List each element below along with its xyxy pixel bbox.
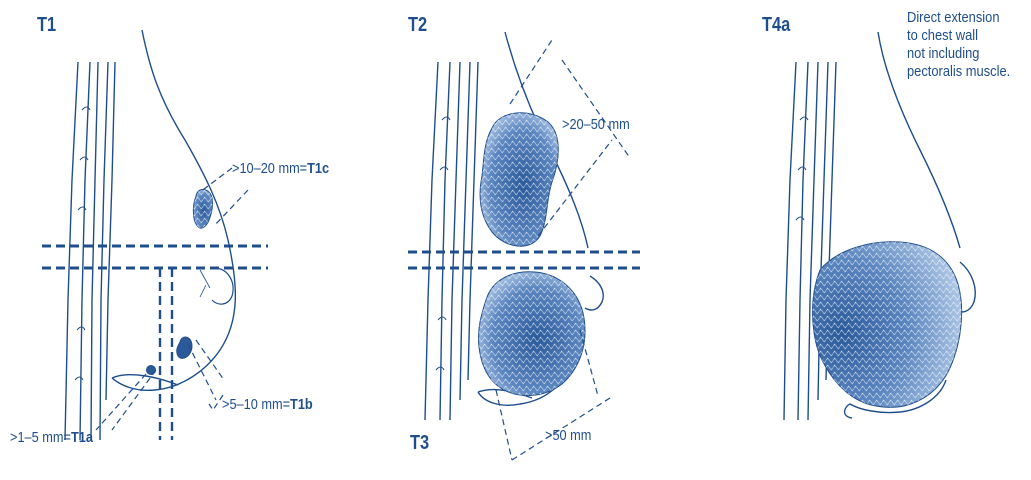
t4a-note-line-3: not including [907,45,1010,63]
t1a-stage: T1a [71,429,93,446]
t2-stage-label: T2 [408,15,427,35]
t1a-range: >1–5 mm= [10,429,71,446]
t1b-stage: T1b [290,396,313,413]
panel-t2-tumors [479,113,585,396]
panel-t4a-tumor [813,242,962,408]
t3-stage-label: T3 [410,433,429,453]
t1c-stage: T1c [307,160,329,177]
t4a-note-line-2: to chest wall [907,27,1010,45]
t4a-note-line-4: pectoralis muscle. [907,63,1010,81]
t4a-stage-label: T4a [762,15,790,35]
t1c-range: >10–20 mm= [232,160,307,177]
t4a-note-line-1: Direct extension [907,9,1010,27]
t2-range-annotation: >20–50 mm [562,117,630,132]
panel-t2-measure-lines [496,40,630,460]
t4a-description: Direct extension to chest wall not inclu… [907,9,1010,81]
t1b-range: >5–10 mm= [222,396,290,413]
t1-stage-label: T1 [37,15,56,35]
t1b-annotation: >5–10 mm=T1b [222,397,313,412]
t1a-annotation: >1–5 mm=T1a [10,430,93,445]
t1c-annotation: >10–20 mm=T1c [232,161,329,176]
panel-t1-tumors [147,189,213,374]
t3-range-annotation: >50 mm [545,428,591,443]
